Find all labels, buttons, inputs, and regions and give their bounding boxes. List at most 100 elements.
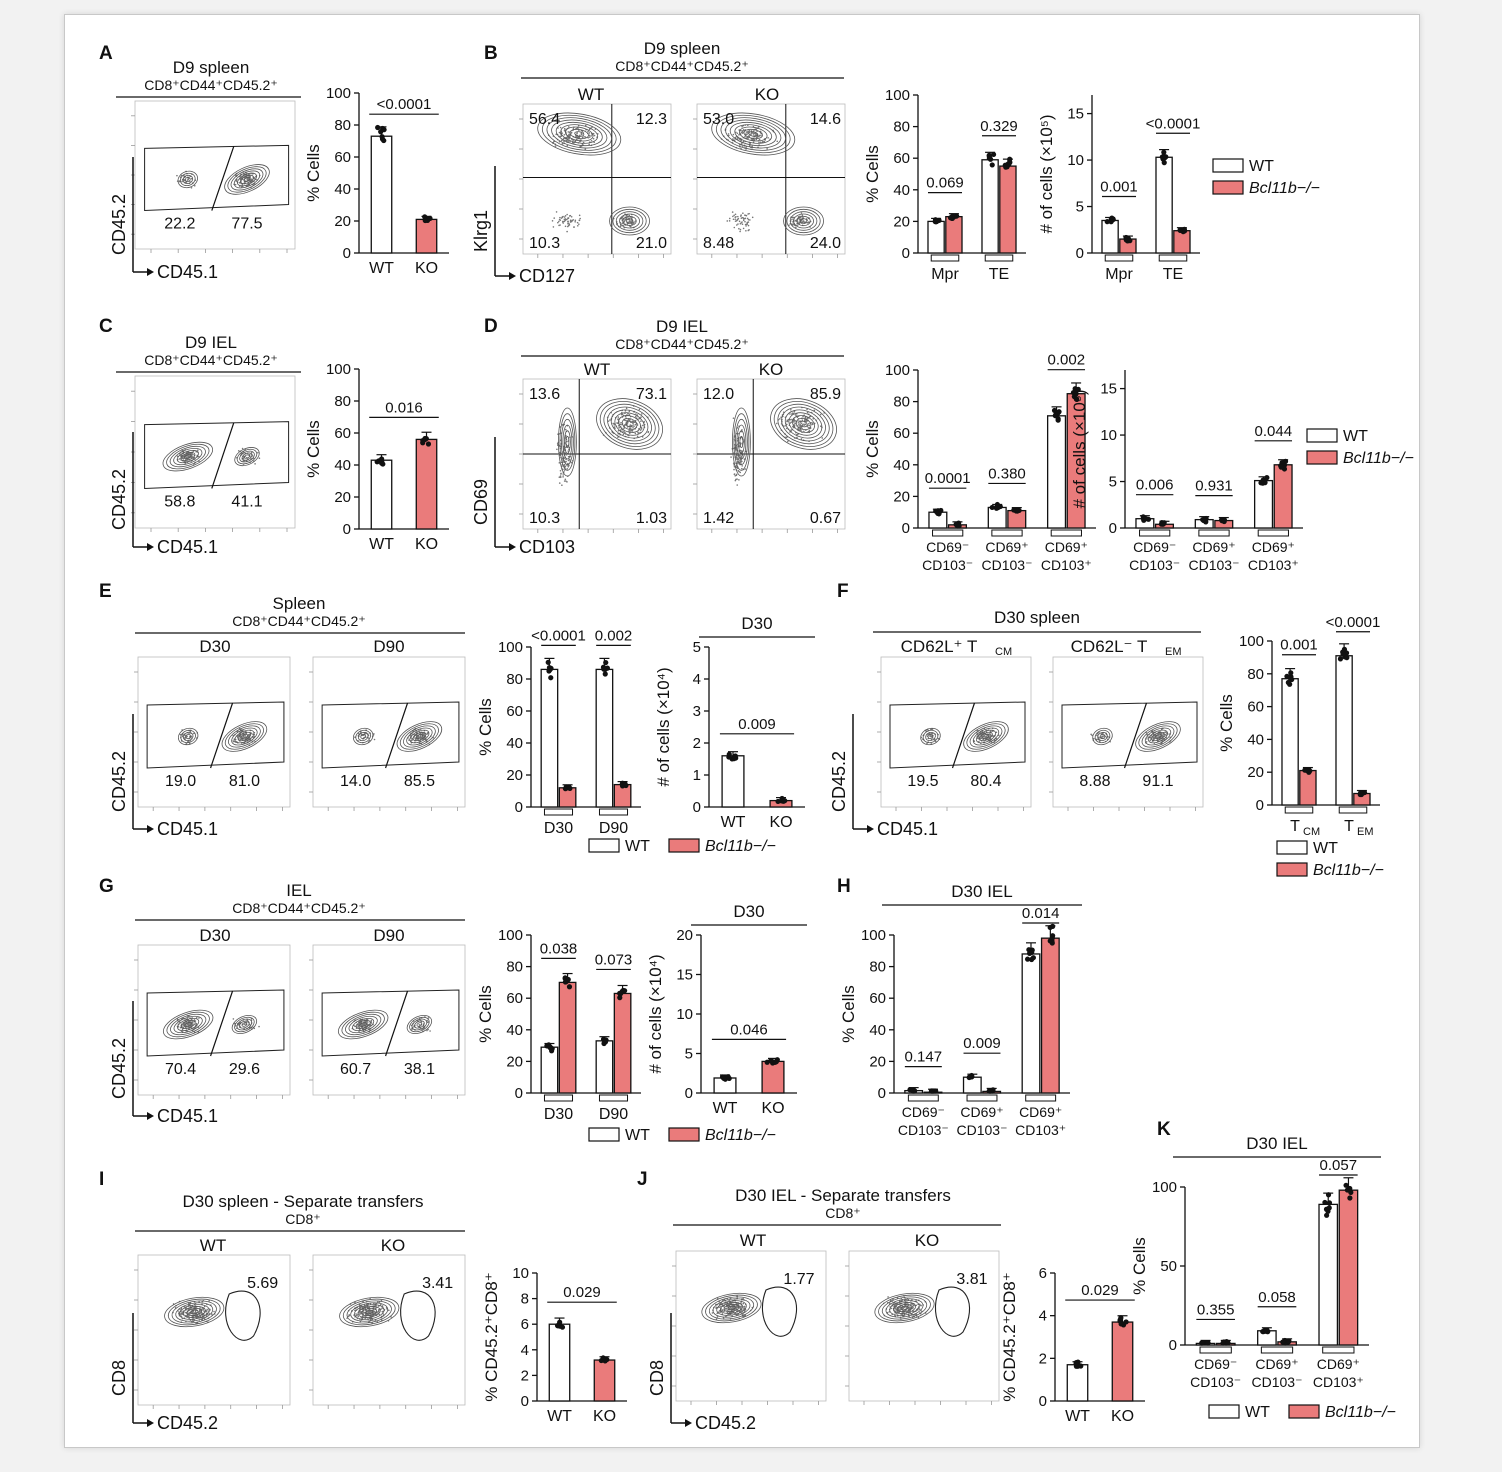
panel-letter-K: K (1157, 1119, 1171, 1140)
panel-g-chart1-y-label: % Cells (476, 985, 495, 1043)
event-dot (568, 137, 571, 140)
panel-g-chart2-wt-data-point (725, 1074, 731, 1080)
event-dot (808, 429, 811, 432)
panel-j-header-subtitle: CD8⁺ (825, 1205, 860, 1221)
panel-e-chart1-p-value: <0.0001 (531, 627, 586, 644)
event-dot (564, 225, 567, 228)
event-dot (566, 464, 568, 467)
event-dot (790, 421, 793, 423)
event-dot (624, 415, 627, 418)
event-dot (578, 219, 581, 222)
panel-f-tcm-flow (877, 656, 1032, 811)
event-dot (726, 220, 729, 222)
contour-ring (625, 420, 634, 428)
panel-b-chart2-y-tick-label: 0 (1076, 245, 1084, 262)
event-dot (558, 220, 560, 223)
panel-d-chart2-group-label-bottom: CD103⁺ (1248, 557, 1299, 573)
contour-ring (735, 418, 748, 466)
event-dot (558, 476, 561, 478)
event-dot (564, 478, 567, 481)
panel-e-chart1-y-tick-label: 100 (498, 639, 523, 656)
event-dot (569, 219, 572, 222)
panel-k-chart-ko-0-data-point (1225, 1340, 1231, 1346)
panel-a-flow-gate (144, 144, 290, 212)
contour-ring (177, 170, 198, 189)
panel-i-chart-wt-data-point (559, 1324, 566, 1330)
contour-ring (243, 176, 251, 182)
panel-g-legend-wt-swatch (588, 1127, 620, 1142)
panel-f-axes-x-label: CD45.1 (877, 819, 938, 839)
panel-j-chart-y-label: % CD45.2⁺CD8⁺ (1000, 1272, 1019, 1401)
event-dot (742, 217, 745, 219)
panel-c-chart-ko-data-point (420, 440, 426, 446)
event-dot (766, 148, 768, 150)
event-dot (237, 450, 240, 452)
event-dot (552, 226, 555, 228)
panel-d-chart2-y-tick-label: 0 (1109, 520, 1117, 537)
event-dot (755, 138, 758, 141)
panel-d-chart1-wt-2-bar (1046, 415, 1067, 529)
event-dot (619, 423, 621, 426)
panel-e-d90-flow-left-value: 14.0 (340, 773, 371, 790)
panel-d-chart2-ko-2-bar (1273, 464, 1293, 529)
panel-i-chart-x-tick-label: WT (547, 1408, 572, 1425)
event-dot (741, 465, 744, 467)
event-dot (554, 145, 557, 147)
event-dot (740, 139, 742, 142)
panel-e-legend-ko-swatch (668, 838, 700, 853)
panel-a-flow-frame (134, 100, 296, 250)
panel-c-chart-x-tick-label: KO (415, 536, 438, 553)
panel-d-wt-flow-q3-value: 10.3 (529, 510, 560, 527)
event-dot (563, 127, 566, 130)
panel-e-chart1-wt-1-data-point (603, 659, 609, 666)
panel-b-chart2-wt-1-bar (1155, 156, 1173, 254)
event-dot (636, 435, 639, 438)
panel-g-chart2-ko-data-point (773, 1059, 779, 1065)
event-dot (235, 180, 238, 182)
panel-b-chart1-group-bracket (984, 254, 1014, 262)
panel-d-chart2-wt-2-bar (1253, 479, 1274, 529)
event-dot (563, 463, 566, 466)
contour-ring (237, 172, 257, 187)
panel-k-chart-group-bracket (1260, 1346, 1294, 1354)
panel-d-chart1-wt-1-data-point (994, 504, 1000, 510)
contour-ring (609, 206, 650, 236)
contour-ring (562, 424, 573, 460)
event-dot (567, 126, 570, 128)
event-dot (560, 472, 562, 475)
event-dot (583, 135, 585, 138)
event-dot (416, 736, 419, 739)
panel-g-d90-flow (309, 944, 466, 1099)
panel-k-chart-ko-1-data-point (1280, 1339, 1286, 1345)
event-dot (732, 417, 735, 419)
event-dot (744, 220, 746, 223)
event-dot (733, 468, 735, 471)
event-dot (791, 218, 793, 221)
event-dot (731, 211, 734, 213)
event-dot (574, 220, 576, 223)
panel-d-chart2-group-bracket (1198, 529, 1230, 537)
panel-c-chart-p-value: 0.016 (385, 399, 423, 416)
panel-e-chart1-y-label: % Cells (476, 698, 495, 756)
event-dot (569, 214, 572, 217)
panel-f-chart-group-label: T (1290, 818, 1300, 835)
contour-ring (403, 725, 436, 748)
panel-b-chart1-y-label: % Cells (863, 145, 882, 203)
panel-k-chart-y-tick-label: 100 (1152, 1179, 1177, 1196)
event-dot (819, 413, 822, 416)
event-dot (576, 132, 578, 135)
event-dot (794, 413, 797, 416)
panel-f-chart-wt-1-bar (1335, 655, 1353, 806)
panel-e-chart2-y-tick-label: 0 (693, 799, 701, 816)
panel-i-chart-y-tick-label: 8 (521, 1291, 529, 1308)
event-dot (742, 219, 745, 222)
event-dot (1164, 731, 1167, 733)
panel-d-ko-flow-q3-value: 1.42 (703, 510, 734, 527)
contour-ring (555, 121, 603, 147)
event-dot (588, 143, 590, 146)
panel-i-chart-y-tick-label: 10 (512, 1265, 529, 1282)
contour-ring (773, 401, 834, 447)
panel-b-header-title: D9 spleen (644, 39, 721, 58)
event-dot (567, 222, 569, 225)
panel-g-chart2-ko-data-point (768, 1058, 774, 1064)
